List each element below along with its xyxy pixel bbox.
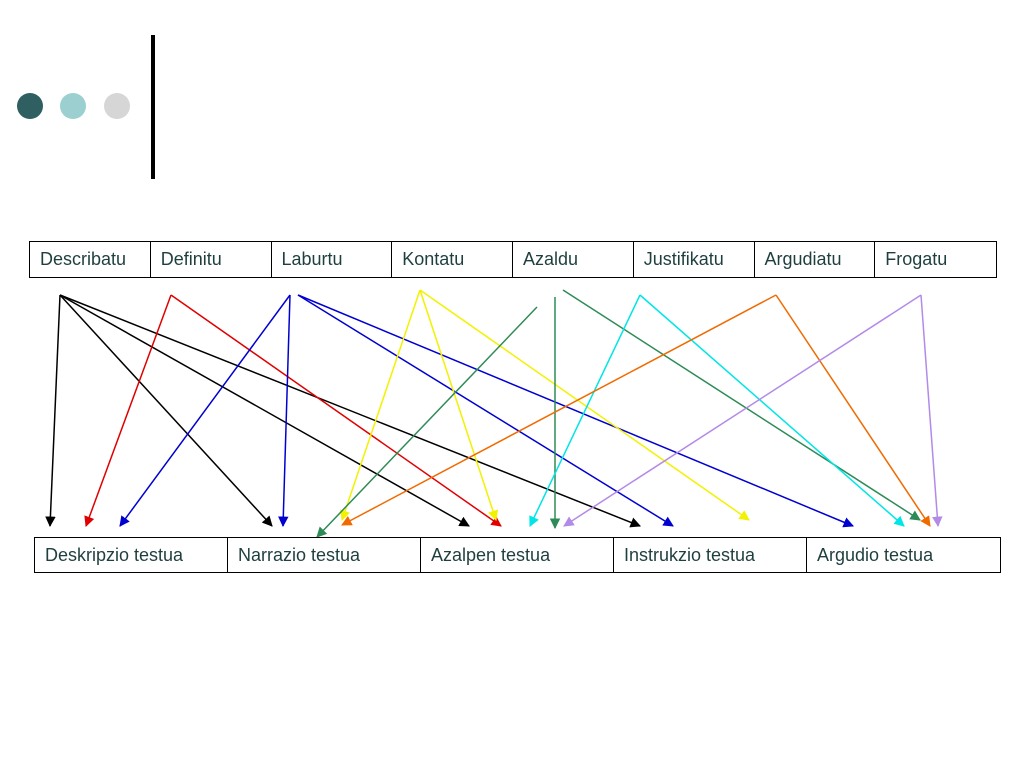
verb-argudiatu: Argudiatu bbox=[755, 242, 876, 277]
type-narrazio: Narrazio testua bbox=[228, 538, 421, 572]
verb-kontatu: Kontatu bbox=[392, 242, 513, 277]
arrow-kontatu-to-azalpen bbox=[419, 289, 499, 521]
arrow-justifikatu-to-argudio bbox=[639, 294, 905, 527]
verbs-row: Describatu Definitu Laburtu Kontatu Azal… bbox=[29, 241, 997, 278]
type-azalpen: Azalpen testua bbox=[421, 538, 614, 572]
verb-describatu: Describatu bbox=[30, 242, 151, 277]
arrow-definitu-to-deskripzio bbox=[84, 294, 172, 527]
arrow-laburtu-to-deskripzio bbox=[119, 294, 291, 527]
header-dot-dark bbox=[17, 93, 43, 119]
type-argudio: Argudio testua bbox=[817, 544, 934, 565]
type-deskripzio: Deskripzio testua bbox=[35, 538, 228, 572]
arrow-frogatu-to-azalpen bbox=[563, 294, 922, 527]
title-divider-bar bbox=[151, 35, 155, 179]
arrow-describatu-to-narrazio bbox=[59, 294, 273, 527]
arrow-frogatu-to-argudio bbox=[920, 294, 943, 528]
arrow-kontatu-to-narrazio bbox=[340, 289, 421, 521]
arrow-argudiatu-to-argudio bbox=[775, 294, 931, 527]
verb-frogatu: Frogatu bbox=[885, 249, 948, 269]
arrow-laburtu-to-instrukzio bbox=[297, 294, 674, 527]
verb-azaldu: Azaldu bbox=[513, 242, 634, 277]
text-types-row: Deskripzio testua Narrazio testua Azalpe… bbox=[34, 537, 1001, 573]
header-dot-gray bbox=[104, 93, 130, 119]
type-instrukzio: Instrukzio testua bbox=[614, 538, 807, 572]
arrow-definitu-to-azalpen bbox=[170, 294, 502, 527]
arrow-argudiatu-to-narrazio bbox=[341, 294, 777, 526]
arrow-describatu-to-instrukzio bbox=[59, 294, 641, 528]
arrow-describatu-to-deskripzio bbox=[45, 294, 61, 528]
arrow-laburtu-to-argudio bbox=[297, 294, 854, 528]
arrow-laburtu-to-narrazio bbox=[278, 294, 291, 528]
header-dot-light bbox=[60, 93, 86, 119]
verb-laburtu: Laburtu bbox=[272, 242, 393, 277]
verb-justifikatu: Justifikatu bbox=[634, 242, 755, 277]
arrow-azaldu-to-argudio bbox=[562, 289, 921, 521]
arrow-describatu-to-azalpen bbox=[59, 294, 470, 527]
arrow-kontatu-to-instrukzio bbox=[419, 289, 750, 521]
arrow-azaldu-to-narrazio bbox=[316, 306, 538, 538]
verb-definitu: Definitu bbox=[151, 242, 272, 277]
arrow-justifikatu-to-azalpen bbox=[529, 294, 641, 527]
